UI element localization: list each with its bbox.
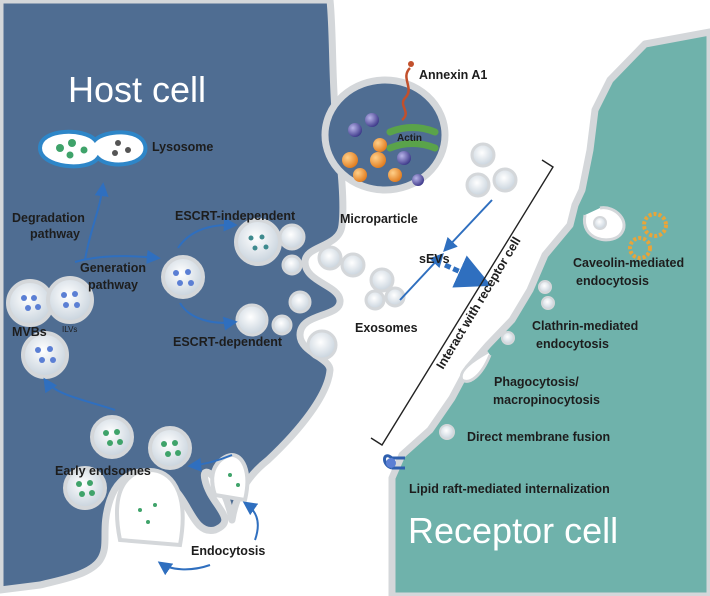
host-cell-label: Host cell (68, 69, 206, 110)
generation-pathway-label-2: pathway (88, 278, 138, 292)
lipid-raft-label: Lipid raft-mediated internalization (409, 482, 610, 496)
annexin-protein-icon (401, 67, 411, 121)
clathrin-label-2: endocytosis (536, 337, 609, 351)
pathway-arrows (43, 182, 493, 576)
endocytosis-label: Endocytosis (191, 544, 265, 558)
phagocytosis-label-2: macropinocytosis (493, 393, 600, 407)
escrt-independent-vesicles (234, 218, 306, 276)
degradation-pathway-label-2: pathway (30, 227, 80, 241)
caveolin-label-1: Caveolin-mediated (573, 256, 684, 270)
escrt-dependent-vesicles (235, 290, 338, 361)
released-exosomes (317, 245, 406, 311)
mvb-vesicles (6, 276, 94, 379)
escrt-dependent-label: ESCRT-dependent (173, 335, 283, 349)
generation-pathway-label-1: Generation (80, 261, 146, 275)
actin-filament (386, 124, 439, 136)
lysosome-icon (37, 129, 148, 169)
microparticle-label: Microparticle (340, 212, 418, 226)
actin-label: Actin (397, 133, 422, 144)
lysosome-label: Lysosome (152, 140, 213, 154)
interaction-bracket (370, 159, 554, 446)
mvbs-label: MVBs (12, 325, 47, 339)
ilvs-label: ILVs (62, 325, 77, 334)
exosomes-label: Exosomes (355, 321, 418, 335)
annexin-label: Annexin A1 (419, 68, 487, 82)
early-endosomes-label: Early endsomes (55, 464, 151, 478)
clathrin-label-1: Clathrin-mediated (532, 319, 638, 333)
generation-vesicle (161, 255, 205, 299)
microparticle (321, 61, 449, 194)
sevs-label: sEVs (419, 252, 450, 266)
caveolin-label-2: endocytosis (576, 274, 649, 288)
escrt-independent-label: ESCRT-independent (175, 209, 296, 223)
caveolin-icon (642, 212, 668, 238)
receptor-cell-body (388, 28, 710, 596)
endocytosis-invaginations (115, 452, 250, 548)
sev-vesicles (465, 142, 518, 198)
receptor-cell-label: Receptor cell (408, 510, 618, 551)
phagocytosis-label-1: Phagocytosis/ (494, 375, 579, 389)
early-endosome-vesicles (63, 415, 192, 510)
direct-fusion-label: Direct membrane fusion (467, 430, 610, 444)
degradation-pathway-label-1: Degradation (12, 211, 85, 225)
receptor-uptake-features (383, 206, 668, 470)
